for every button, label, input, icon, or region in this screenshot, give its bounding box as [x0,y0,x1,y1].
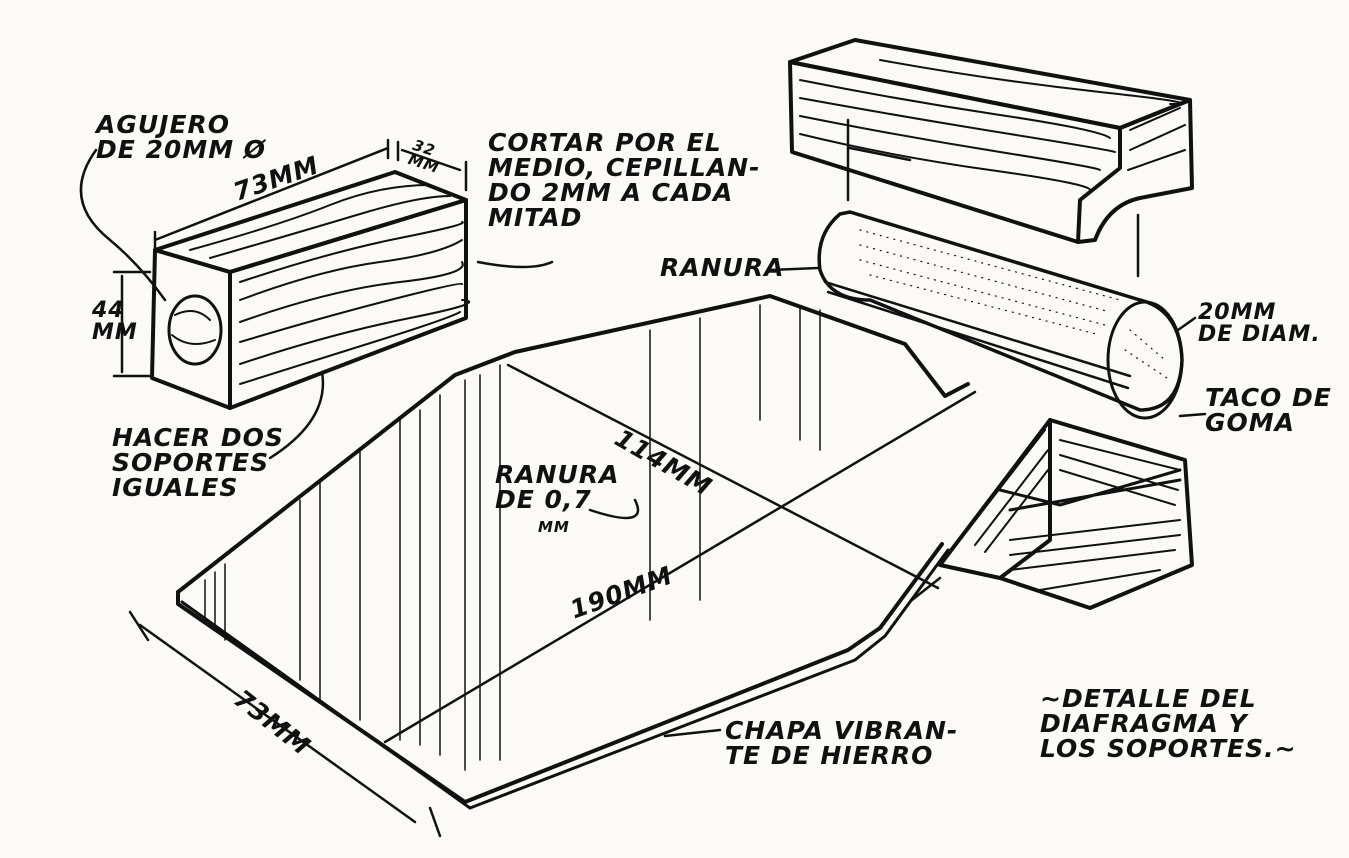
support-block-top [788,38,1194,278]
support-block-bottom [938,418,1194,610]
label-detalle: ~DETALLE DEL DIAFRAGMA Y LOS SOPORTES.~ [1040,684,1297,763]
label-hacer: HACER DOS SOPORTES IGUALES [112,423,284,502]
rubber-dowel [817,210,1184,420]
plate-shading [204,304,821,771]
label-agujero: AGUJERO DE 20mm ø [96,110,267,164]
drill-hole [167,294,223,366]
label-taco: TACO DE GOMA [1205,383,1332,437]
label-chapa: CHAPA VIBRAN- TE DE HIERRO [725,716,959,770]
label-cortar: CORTAR POR EL MEDIO, CEPILLAN- DO 2mm A … [488,128,761,232]
label-ranura-mid: RANURA de 0,7 [495,460,620,514]
label-dim-20: 20mm de DIAM. [1198,300,1321,347]
label-ranura-top: RANURA [660,253,785,282]
vibrating-plate [128,294,977,838]
label-dim-44: 44 mm [92,298,138,345]
label-ranura-mm: mm [538,518,570,536]
support-block-left [79,138,554,460]
